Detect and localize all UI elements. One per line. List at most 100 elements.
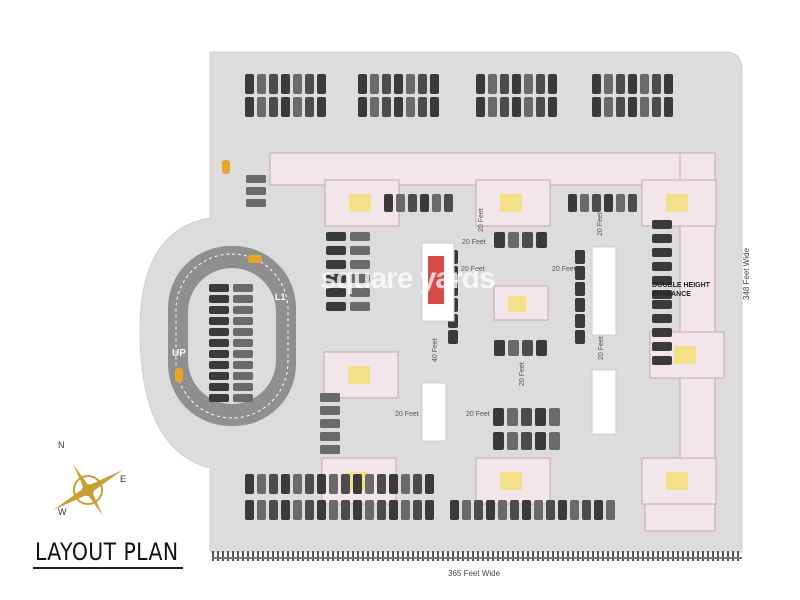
parked-car [246, 175, 266, 183]
watermark: square yards [320, 262, 496, 295]
double-height-line-2: ENTRANCE [652, 291, 691, 298]
parked-car [209, 317, 229, 325]
fence-post [367, 551, 369, 561]
fence-post [447, 551, 449, 561]
fence-post [232, 551, 234, 561]
parked-car [326, 246, 346, 255]
parked-car [382, 74, 391, 94]
parked-car [209, 295, 229, 303]
fence-post [637, 551, 639, 561]
fence-post [647, 551, 649, 561]
fence-post [477, 551, 479, 561]
parked-car [406, 97, 415, 117]
parked-car [568, 194, 577, 212]
parked-car [233, 361, 253, 369]
parked-car [209, 306, 229, 314]
parked-car [233, 295, 253, 303]
parked-car [293, 97, 302, 117]
parked-car [413, 474, 422, 494]
parked-car [652, 97, 661, 117]
parked-car [522, 232, 533, 248]
parked-car [546, 500, 555, 520]
parked-car [401, 474, 410, 494]
parked-car [396, 194, 405, 212]
fence-post [257, 551, 259, 561]
fence-post [437, 551, 439, 561]
ramp-inner-ring [175, 253, 289, 419]
parked-car [389, 474, 398, 494]
parked-car [233, 306, 253, 314]
fence-post [247, 551, 249, 561]
fence-post [547, 551, 549, 561]
parked-car [305, 74, 314, 94]
parked-car [512, 74, 521, 94]
tower-lobby [666, 472, 688, 490]
fence-post [487, 551, 489, 561]
fence-post [427, 551, 429, 561]
fence-post [287, 551, 289, 561]
tower-lobby [500, 472, 522, 490]
fence-post [507, 551, 509, 561]
fence-post [702, 551, 704, 561]
parked-car [245, 74, 254, 94]
parked-car [536, 74, 545, 94]
parked-car [592, 194, 601, 212]
parked-car [293, 500, 302, 520]
parked-car [350, 302, 370, 311]
double-height-line-1: DOUBLE HEIGHT [652, 282, 710, 289]
parked-car [329, 500, 338, 520]
road-label-1: 20 Feet [462, 239, 486, 246]
parked-car [382, 97, 391, 117]
parked-car [353, 500, 362, 520]
fence-post [577, 551, 579, 561]
fence-post [217, 551, 219, 561]
fence-post [587, 551, 589, 561]
fence-post [722, 551, 724, 561]
parked-car [257, 74, 266, 94]
parked-car [358, 74, 367, 94]
parked-car [233, 284, 253, 292]
parked-car [592, 74, 601, 94]
fence-post [672, 551, 674, 561]
moving-car [175, 368, 183, 382]
fence-post [732, 551, 734, 561]
parked-car [536, 232, 547, 248]
parked-car [317, 474, 326, 494]
fence-post [642, 551, 644, 561]
parked-car [448, 330, 458, 344]
ramp-infield [188, 268, 276, 404]
fence-post [727, 551, 729, 561]
fence-post [237, 551, 239, 561]
road-label-6: 40 Feet [432, 338, 439, 362]
fence-rail [212, 557, 742, 559]
parked-car [652, 342, 672, 351]
parked-car [326, 302, 346, 311]
parked-car [508, 232, 519, 248]
parked-car [500, 97, 509, 117]
parked-car [320, 419, 340, 428]
parked-car [430, 97, 439, 117]
parked-car [652, 262, 672, 271]
fire-tender-bay-3 [421, 382, 447, 442]
parked-car [507, 432, 518, 450]
fence-post [332, 551, 334, 561]
fence-post [382, 551, 384, 561]
fence-post [652, 551, 654, 561]
parked-car [413, 500, 422, 520]
fence-post [517, 551, 519, 561]
parked-car [575, 314, 585, 328]
fence-post [492, 551, 494, 561]
parked-car [418, 97, 427, 117]
ramp-up-label: UP [172, 348, 186, 359]
parked-car [350, 274, 370, 283]
road-label-8: 20 Feet [598, 336, 605, 360]
parked-car [320, 393, 340, 402]
parked-car [575, 330, 585, 344]
parked-car [209, 328, 229, 336]
fence-post [277, 551, 279, 561]
central-lobby [508, 296, 526, 312]
fence-post [262, 551, 264, 561]
fence-post [607, 551, 609, 561]
fence-post [312, 551, 314, 561]
